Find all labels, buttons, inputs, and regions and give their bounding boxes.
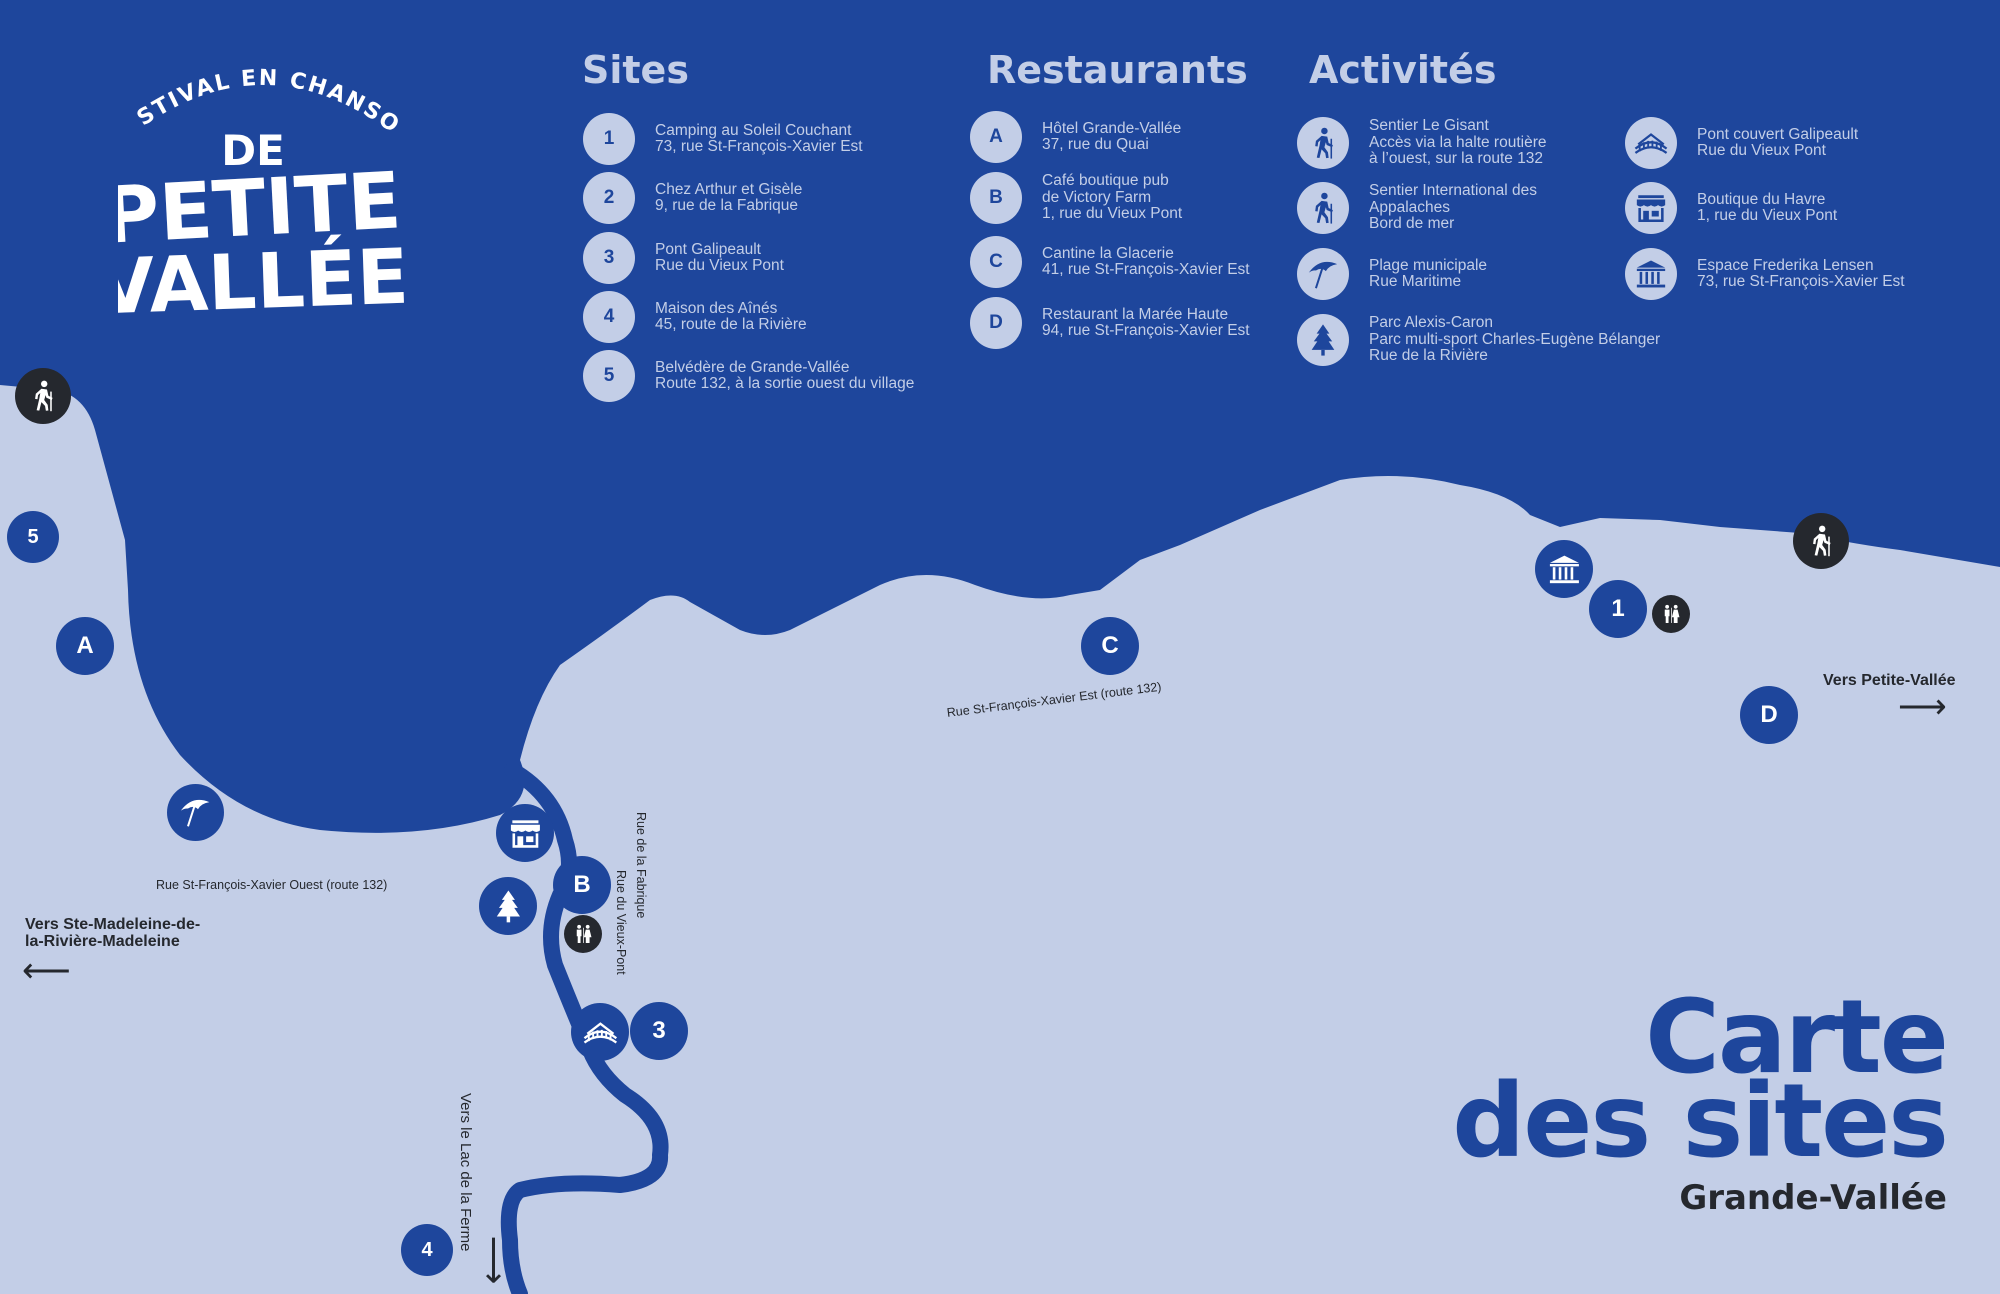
tree-icon[interactable] (479, 877, 537, 935)
site-badge: 5 (583, 350, 635, 402)
site-badge: 2 (583, 172, 635, 224)
arrow-right-icon: ⟶ (1898, 688, 1947, 726)
shop-icon (1625, 182, 1677, 234)
logo-arc-text: FESTIVAL EN CHANSON DE PETITE VALLÉE (94, 31, 410, 331)
street-label-sfx-ouest: Rue St-François-Xavier Ouest (route 132) (156, 878, 388, 892)
hiker-icon (1297, 117, 1349, 169)
toilet-icon[interactable] (1652, 595, 1690, 633)
arrow-left-icon: ⟵ (22, 952, 71, 990)
map-marker-site-3[interactable]: 3 (630, 1002, 688, 1060)
hiker-icon (1297, 182, 1349, 234)
logo-line-petite: PETITE (118, 156, 403, 262)
tree-icon (1297, 314, 1349, 366)
map-marker-site-1[interactable]: 1 (1589, 580, 1647, 638)
covered-bridge-icon[interactable] (571, 1003, 629, 1061)
museum-icon[interactable] (1535, 540, 1593, 598)
restaurant-badge: A (970, 111, 1022, 163)
street-label-fabrique: Rue de la Fabrique (634, 812, 648, 919)
arrow-down-icon: ⟶ (474, 1235, 513, 1285)
covered-bridge-icon (1625, 117, 1677, 169)
restaurant-badge: C (970, 236, 1022, 288)
page-subtitle: Grande-Vallée (1679, 1178, 1947, 1218)
map-marker-site-4[interactable]: 4 (401, 1224, 453, 1276)
restaurant-badge: B (970, 172, 1022, 224)
map-marker-restaurant-d[interactable]: D (1740, 686, 1798, 744)
logo-line-vallee: VALLÉE (118, 232, 408, 330)
beach-umbrella-icon[interactable] (167, 784, 224, 841)
direction-east-label: Vers Petite-Vallée (1823, 672, 1956, 689)
street-label-lac-ferme: Vers le Lac de la Ferme (457, 1093, 474, 1252)
toilet-icon[interactable] (564, 915, 602, 953)
land-shape (0, 385, 2000, 1294)
restaurant-badge: D (970, 297, 1022, 349)
site-badge: 4 (583, 291, 635, 343)
street-label-vieux-pont: Rue du Vieux-Pont (614, 870, 628, 975)
direction-west-label: Vers Ste-Madeleine-de-la-Rivière-Madelei… (25, 916, 201, 950)
map-marker-restaurant-c[interactable]: C (1081, 617, 1139, 675)
museum-icon (1625, 248, 1677, 300)
map-marker-restaurant-b[interactable]: B (553, 856, 611, 914)
restaurants-heading: Restaurants (987, 48, 1248, 92)
hiker-icon[interactable] (15, 368, 71, 424)
hiker-icon[interactable] (1793, 513, 1849, 569)
activities-heading: Activités (1309, 48, 1497, 92)
festival-logo: FESTIVAL EN CHANSON DE PETITE VALLÉE (94, 31, 410, 331)
shop-icon[interactable] (496, 804, 554, 862)
logo-line-de: DE (221, 126, 285, 175)
page-title: Carte des sites (1452, 978, 1949, 1181)
site-badge: 1 (583, 113, 635, 165)
sites-heading: Sites (582, 48, 689, 92)
site-badge: 3 (583, 232, 635, 284)
beach-umbrella-icon (1297, 248, 1349, 300)
map-marker-site-5[interactable]: 5 (7, 511, 59, 563)
map-marker-restaurant-a[interactable]: A (56, 617, 114, 675)
